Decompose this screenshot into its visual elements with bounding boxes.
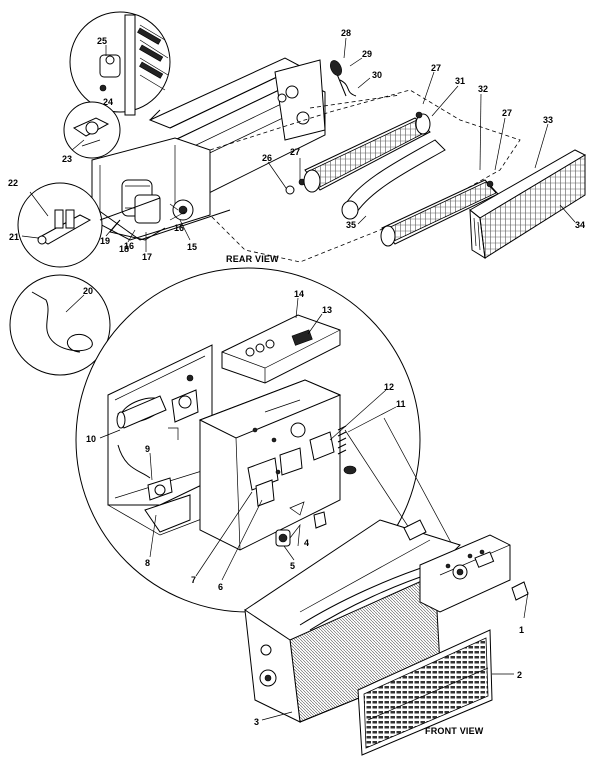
callout-16a: 16 (174, 223, 184, 233)
callout-23: 23 (62, 154, 72, 164)
callout-24: 24 (103, 97, 113, 107)
blower-wheel-upper (303, 113, 431, 193)
callout-28: 28 (341, 28, 351, 38)
callout-8: 8 (145, 558, 150, 568)
control-detail-circle (75, 267, 421, 613)
callout-4: 4 (304, 538, 309, 548)
inset-circle-20 (9, 274, 111, 376)
callout-32: 32 (478, 84, 488, 94)
callout-16b: 16 (124, 241, 134, 251)
rear-view-label: REAR VIEW (226, 254, 279, 264)
callout-2: 2 (517, 670, 522, 680)
callout-7: 7 (191, 575, 196, 585)
callout-31: 31 (455, 76, 465, 86)
callout-30: 30 (372, 70, 382, 80)
callout-12: 12 (384, 382, 394, 392)
callout-18: 18 (119, 244, 129, 254)
callout-22: 22 (8, 178, 18, 188)
front-view-assembly (244, 417, 529, 756)
inset-circle-23 (63, 101, 121, 159)
blower-wheel-lower (380, 179, 499, 247)
callout-19: 19 (100, 236, 110, 246)
callout-33: 33 (543, 115, 553, 125)
callout-17: 17 (142, 252, 152, 262)
callout-15: 15 (187, 242, 197, 252)
rear-view-assembly (91, 37, 587, 263)
front-view-label: FRONT VIEW (425, 726, 484, 736)
callout-labels: 1 2 3 4 5 6 7 8 9 10 11 12 13 14 15 16 1… (8, 28, 585, 727)
rear-view-leaders (105, 37, 576, 252)
callout-5: 5 (290, 561, 295, 571)
callout-27b: 27 (431, 63, 441, 73)
callout-29: 29 (362, 49, 372, 59)
callout-3: 3 (254, 717, 259, 727)
callout-6: 6 (218, 582, 223, 592)
inset-circle-upper (69, 11, 171, 121)
callout-21: 21 (9, 232, 19, 242)
callout-20: 20 (83, 286, 93, 296)
callout-1: 1 (519, 625, 524, 635)
callout-26: 26 (262, 153, 272, 163)
callout-11: 11 (396, 399, 406, 409)
condenser-coil (469, 149, 587, 259)
callout-10: 10 (86, 434, 96, 444)
callout-35: 35 (346, 220, 356, 230)
callout-27c: 27 (502, 108, 512, 118)
front-grill (357, 629, 493, 756)
callout-13: 13 (322, 305, 332, 315)
callout-27a: 27 (290, 147, 300, 157)
callout-25: 25 (97, 36, 107, 46)
inset-circle-21-22 (17, 182, 161, 268)
callout-14: 14 (294, 289, 304, 299)
callout-9: 9 (145, 444, 150, 454)
callout-34: 34 (575, 220, 585, 230)
view-labels: REAR VIEW FRONT VIEW (226, 254, 484, 736)
